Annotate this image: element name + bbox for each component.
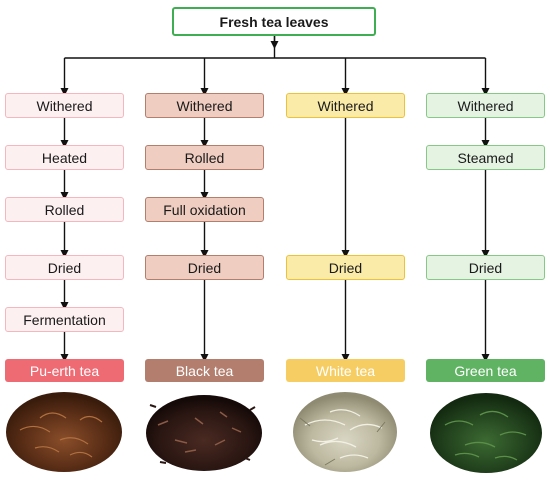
step-pu-erh-dried: Dried bbox=[5, 255, 124, 280]
root-node-fresh-tea-leaves: Fresh tea leaves bbox=[172, 7, 376, 36]
step-pu-erh-fermentation: Fermentation bbox=[5, 307, 124, 332]
step-black-dried: Dried bbox=[145, 255, 264, 280]
green-tea-leaves-image bbox=[430, 393, 542, 473]
step-green-withered: Withered bbox=[426, 93, 545, 118]
product-pu-erh-tea: Pu-erth tea bbox=[5, 359, 124, 382]
black-tea-leaves-image bbox=[146, 395, 262, 471]
pu-erh-leaves-image bbox=[6, 392, 122, 472]
step-black-full-oxidation: Full oxidation bbox=[145, 197, 264, 222]
connector-lines bbox=[60, 36, 490, 362]
step-black-withered: Withered bbox=[145, 93, 264, 118]
step-pu-erh-rolled: Rolled bbox=[5, 197, 124, 222]
step-pu-erh-withered: Withered bbox=[5, 93, 124, 118]
step-black-rolled: Rolled bbox=[145, 145, 264, 170]
step-white-withered: Withered bbox=[286, 93, 405, 118]
step-pu-erh-heated: Heated bbox=[5, 145, 124, 170]
step-white-dried: Dried bbox=[286, 255, 405, 280]
step-green-dried: Dried bbox=[426, 255, 545, 280]
product-green-tea: Green tea bbox=[426, 359, 545, 382]
step-green-steamed: Steamed bbox=[426, 145, 545, 170]
product-white-tea: White tea bbox=[286, 359, 405, 382]
tea-leaf-images bbox=[6, 392, 542, 473]
product-black-tea: Black tea bbox=[145, 359, 264, 382]
white-tea-leaves-image bbox=[293, 392, 397, 472]
